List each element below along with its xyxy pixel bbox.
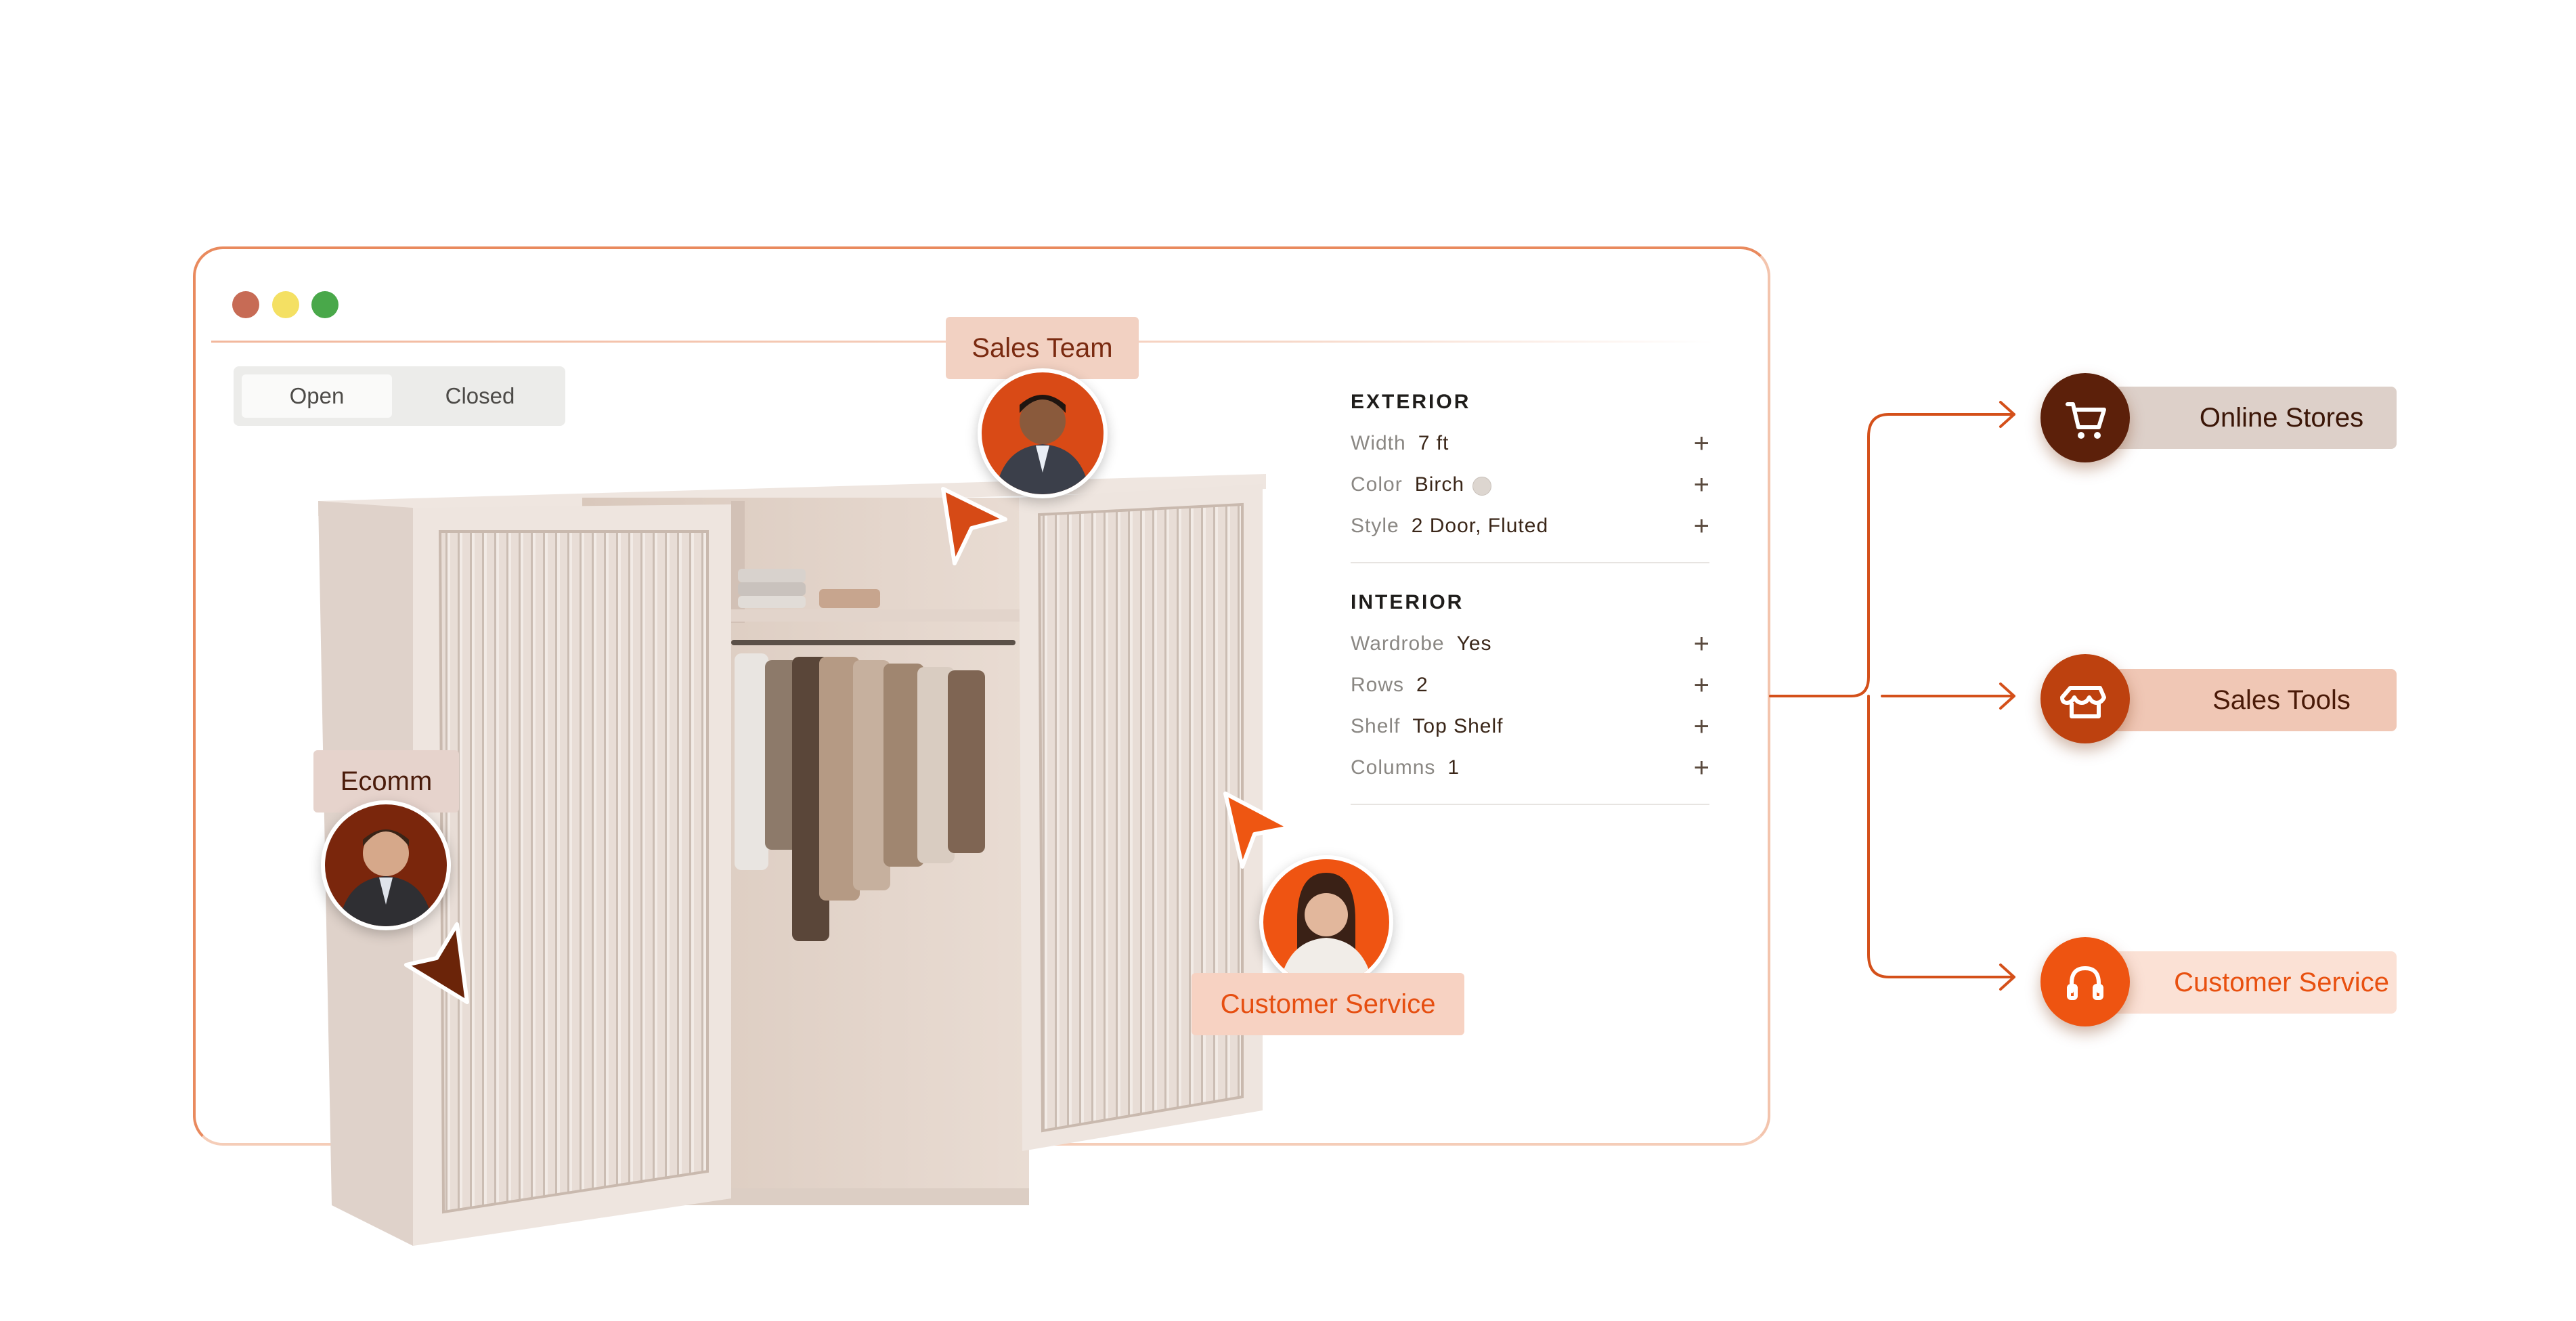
channel-label: Customer Service [2174, 968, 2389, 997]
section-divider [1351, 562, 1709, 563]
channel-connectors [1769, 401, 2015, 991]
option-key: Rows [1351, 674, 1405, 696]
sales-team-label: Sales Team [946, 317, 1139, 379]
channel-card-sales-tools[interactable]: Sales Tools [2092, 669, 2397, 731]
wardrobe-illustration [318, 474, 1266, 1246]
option-value: 2 Door, Fluted [1411, 515, 1549, 537]
expand-plus-icon[interactable]: + [1693, 429, 1709, 458]
option-value: 7 ft [1418, 432, 1449, 454]
minimize-window-dot[interactable] [272, 291, 299, 318]
online-stores-badge[interactable] [2040, 373, 2130, 462]
sales-tools-badge[interactable] [2040, 654, 2130, 743]
channel-card-online-stores[interactable]: Online Stores [2092, 387, 2397, 449]
person-icon [995, 395, 1090, 494]
expand-plus-icon[interactable]: + [1693, 753, 1709, 783]
option-row-columns[interactable]: Columns 1 + [1351, 751, 1709, 785]
toggle-closed[interactable]: Closed [445, 383, 515, 408]
option-key: Style [1351, 515, 1399, 537]
close-window-dot[interactable] [232, 291, 259, 318]
channel-label: Online Stores [2199, 403, 2364, 433]
interior-title: INTERIOR [1351, 591, 1464, 613]
sales-team-cursor-icon [941, 487, 1007, 565]
ecomm-cursor-icon [404, 922, 469, 1004]
option-value: 2 [1416, 674, 1428, 696]
option-key: Wardrobe [1351, 632, 1445, 655]
customer-service-cursor-icon [1223, 792, 1292, 869]
expand-plus-icon[interactable]: + [1693, 670, 1709, 700]
headphones-icon [2067, 966, 2103, 1000]
option-value: Birch [1414, 473, 1465, 496]
option-row-style[interactable]: Style 2 Door, Fluted + [1351, 509, 1709, 543]
option-key: Color [1351, 473, 1403, 496]
section-divider [1351, 804, 1709, 805]
option-value: Yes [1456, 632, 1492, 655]
option-key: Width [1351, 432, 1406, 454]
expand-plus-icon[interactable]: + [1693, 470, 1709, 500]
option-value: 1 [1447, 756, 1460, 779]
expand-plus-icon[interactable]: + [1693, 712, 1709, 741]
option-key: Columns [1351, 756, 1436, 779]
view-toggle: Open Closed [234, 366, 565, 426]
customer-service-avatar [1259, 855, 1393, 989]
option-row-shelf[interactable]: Shelf Top Shelf + [1351, 710, 1709, 743]
ecomm-avatar [321, 800, 451, 930]
option-key: Shelf [1351, 715, 1401, 737]
person-icon [1280, 873, 1373, 985]
option-row-width[interactable]: Width 7 ft + [1351, 427, 1709, 460]
sales-team-avatar [978, 368, 1108, 498]
expand-plus-icon[interactable]: + [1693, 629, 1709, 659]
exterior-title: EXTERIOR [1351, 391, 1471, 413]
option-value: Top Shelf [1412, 715, 1504, 737]
maximize-window-dot[interactable] [311, 291, 339, 318]
storefront-icon [2060, 686, 2106, 718]
shopping-cart-icon [2066, 402, 2106, 439]
channel-card-customer-service[interactable]: Customer Service [2092, 951, 2397, 1014]
channel-label: Sales Tools [2212, 685, 2351, 715]
customer-service-badge[interactable] [2040, 937, 2130, 1026]
color-swatch [1472, 477, 1491, 496]
option-row-rows[interactable]: Rows 2 + [1351, 668, 1709, 702]
customer-service-label: Customer Service [1192, 973, 1464, 1035]
toggle-open[interactable]: Open [242, 374, 392, 418]
option-row-color[interactable]: Color Birch + [1351, 468, 1709, 502]
expand-plus-icon[interactable]: + [1693, 511, 1709, 541]
person-icon [339, 829, 433, 926]
option-row-wardrobe[interactable]: Wardrobe Yes + [1351, 627, 1709, 661]
